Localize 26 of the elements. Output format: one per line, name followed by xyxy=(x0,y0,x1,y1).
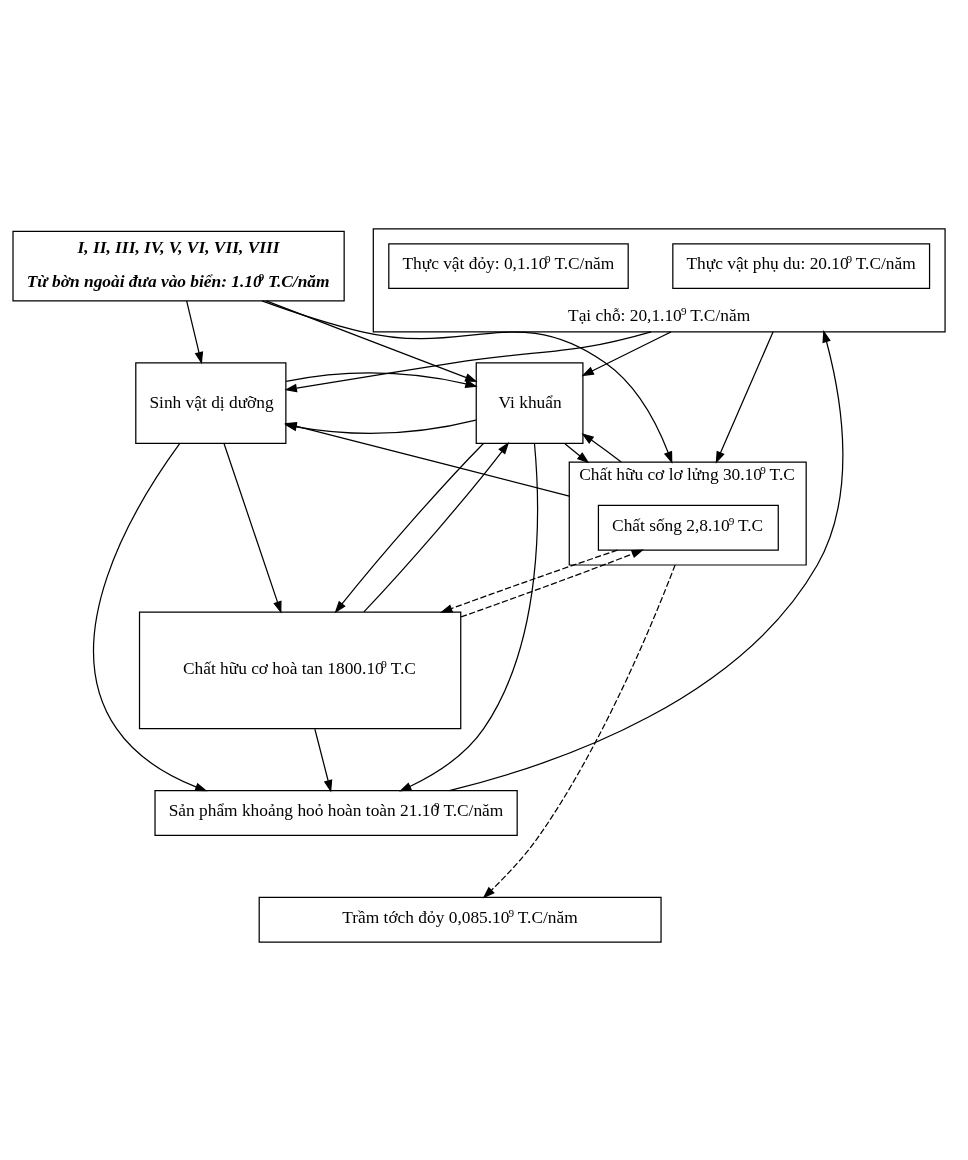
arrow xyxy=(186,299,204,364)
arrow xyxy=(285,371,478,388)
node-box: Vi khuẩn xyxy=(475,361,584,444)
arrow xyxy=(399,442,539,791)
arrow xyxy=(482,563,676,898)
node-box: Chất hữu cơ hoà tan 1800.10$^{9}$ T.C xyxy=(138,611,462,729)
arrow xyxy=(564,442,590,463)
node-box: Trầm tớch đỏy 0,085.10$^{9}$ T.C/năm xyxy=(258,896,662,943)
arrow xyxy=(93,442,208,791)
arrow xyxy=(460,548,644,618)
arrow xyxy=(261,299,673,464)
node-box: Thực vật phụ du: 20.10$^{9}$ T.C/năm xyxy=(672,242,931,289)
arrow xyxy=(440,549,618,613)
arrow xyxy=(363,441,510,612)
arrow xyxy=(265,299,478,382)
arrow xyxy=(314,727,333,792)
arrow xyxy=(581,330,672,376)
node-box: Sinh vật dị dưỡng xyxy=(135,361,287,444)
arrow xyxy=(715,330,774,464)
arrow xyxy=(284,330,652,392)
node-box: Thực vật đỏy: 0,1.10$^{9}$ T.C/năm xyxy=(388,242,629,289)
arrow xyxy=(448,329,844,791)
node-box: Chất sống 2,8.10$^{9}$ T.C xyxy=(597,504,779,551)
arrow xyxy=(223,442,282,614)
arrow xyxy=(334,442,485,613)
arrow xyxy=(581,432,622,463)
